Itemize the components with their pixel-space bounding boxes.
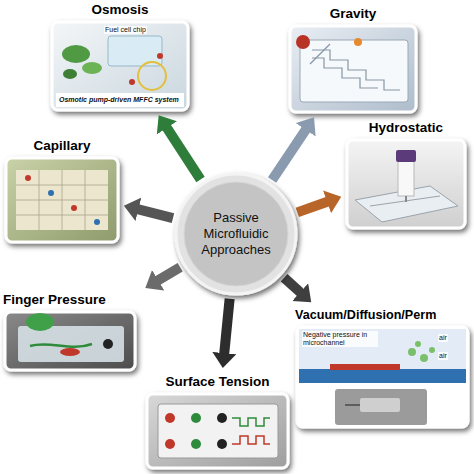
osmosis-photo-part: [138, 62, 166, 90]
finger-pressure-photo-part: [18, 326, 124, 362]
capillary-photo-part: [25, 175, 31, 181]
approach-tile: Vacuum/Diffusion/Perm: [295, 305, 470, 429]
photo-caption: Osmotic pump-driven MFFC system: [58, 96, 180, 104]
osmosis-photo-part: [157, 53, 163, 59]
surface-tension-photo-part: [165, 439, 175, 449]
hydrostatic-photo-part: [396, 150, 416, 162]
hydrostatic-photo-part: [370, 196, 440, 206]
approach-tile: Hydrostatic: [345, 118, 467, 230]
capillary-photo: [6, 158, 118, 242]
vacuum-photo-part: [335, 389, 427, 425]
capillary-photo-part: [48, 190, 54, 196]
photo-caption: air: [438, 352, 448, 360]
surface-tension-photo-part: [217, 413, 227, 423]
osmosis-photo-part: [62, 45, 90, 63]
finger-pressure-photo-part: [60, 348, 80, 356]
vacuum-photo-part: [408, 348, 416, 356]
hydrostatic-photo-part: [347, 140, 465, 228]
vacuum-photo-part: [297, 327, 468, 427]
circle-ring: [176, 174, 296, 294]
vacuum-photo-part: [345, 404, 360, 406]
finger-pressure-photo: [5, 312, 135, 370]
surface-tension-photo-part: [165, 413, 175, 423]
hydrostatic-photo-part: [405, 196, 407, 202]
circle-core: [184, 182, 288, 286]
block-arrow: [224, 299, 229, 354]
approach-tile: Gravity: [288, 4, 418, 114]
tile-heading: Capillary: [4, 136, 120, 156]
vacuum-photo-part: [360, 398, 400, 412]
photo-caption: Fuel cell chip: [104, 26, 147, 34]
photo-caption: Negative pressure in microchannel: [302, 331, 378, 347]
hydrostatic-photo: [347, 140, 465, 228]
photo-caption: air: [438, 334, 448, 342]
center-circle: Passive Microfluidic Approaches: [174, 172, 298, 296]
tile-heading: Vacuum/Diffusion/Perm: [295, 305, 470, 325]
finger-pressure-photo-part: [30, 344, 92, 347]
vacuum-photo-part: [420, 354, 428, 362]
block-arrow: [272, 129, 306, 180]
block-arrow: [297, 202, 328, 213]
approach-tile: Capillary: [4, 136, 120, 244]
block-arrow: [157, 267, 180, 281]
vacuum-photo: [297, 327, 468, 427]
surface-tension-photo-part: [217, 439, 227, 449]
osmosis-photo-part: [52, 22, 188, 110]
surface-tension-photo-part: [232, 418, 270, 426]
approach-tile: Finger Pressure: [3, 290, 143, 372]
surface-tension-photo: [147, 394, 288, 468]
block-arrow: [284, 278, 301, 293]
finger-pressure-photo-part: [103, 339, 113, 349]
capillary-photo-part: [71, 205, 77, 211]
vacuum-photo-part: [415, 341, 421, 347]
vacuum-photo-part: [429, 347, 435, 353]
surface-tension-photo-part: [232, 436, 270, 444]
gravity-photo-part: [312, 58, 378, 88]
tile-heading: Finger Pressure: [3, 290, 143, 310]
finger-pressure-photo-part: [26, 313, 54, 331]
block-arrow: [137, 209, 173, 218]
gravity-photo-part: [296, 35, 310, 49]
vacuum-photo-part: [299, 329, 466, 369]
tile-heading: Surface Tension: [145, 372, 290, 392]
osmosis-photo-part: [129, 79, 135, 85]
osmosis-photo: [52, 22, 188, 110]
approach-tile: Surface Tension: [145, 372, 290, 472]
capillary-photo-part: [6, 158, 118, 242]
surface-tension-photo-part: [158, 404, 278, 458]
hydrostatic-photo-part: [398, 160, 414, 196]
vacuum-photo-part: [299, 369, 466, 383]
block-arrow: [166, 127, 200, 179]
gravity-photo-part: [300, 40, 408, 102]
capillary-photo-part: [16, 170, 108, 230]
gravity-photo-part: [310, 44, 330, 64]
finger-pressure-photo-part: [5, 312, 135, 370]
vacuum-photo-part: [330, 364, 400, 370]
tile-heading: Osmosis: [50, 0, 190, 20]
gravity-photo-part: [312, 50, 400, 90]
osmosis-photo-part: [63, 69, 77, 79]
capillary-photo-part: [16, 170, 108, 230]
tile-heading: Hydrostatic: [345, 118, 467, 138]
gravity-photo-part: [290, 26, 416, 112]
surface-tension-photo-part: [191, 439, 201, 449]
tile-heading: Gravity: [288, 4, 418, 24]
gravity-photo: [290, 26, 416, 112]
surface-tension-photo-part: [147, 394, 288, 468]
capillary-photo-part: [94, 219, 100, 225]
osmosis-photo-part: [56, 93, 184, 107]
center-label: Passive Microfluidic Approaches: [190, 210, 282, 258]
osmosis-photo-part: [82, 62, 102, 74]
gravity-photo-part: [354, 38, 362, 46]
surface-tension-photo-part: [191, 413, 201, 423]
